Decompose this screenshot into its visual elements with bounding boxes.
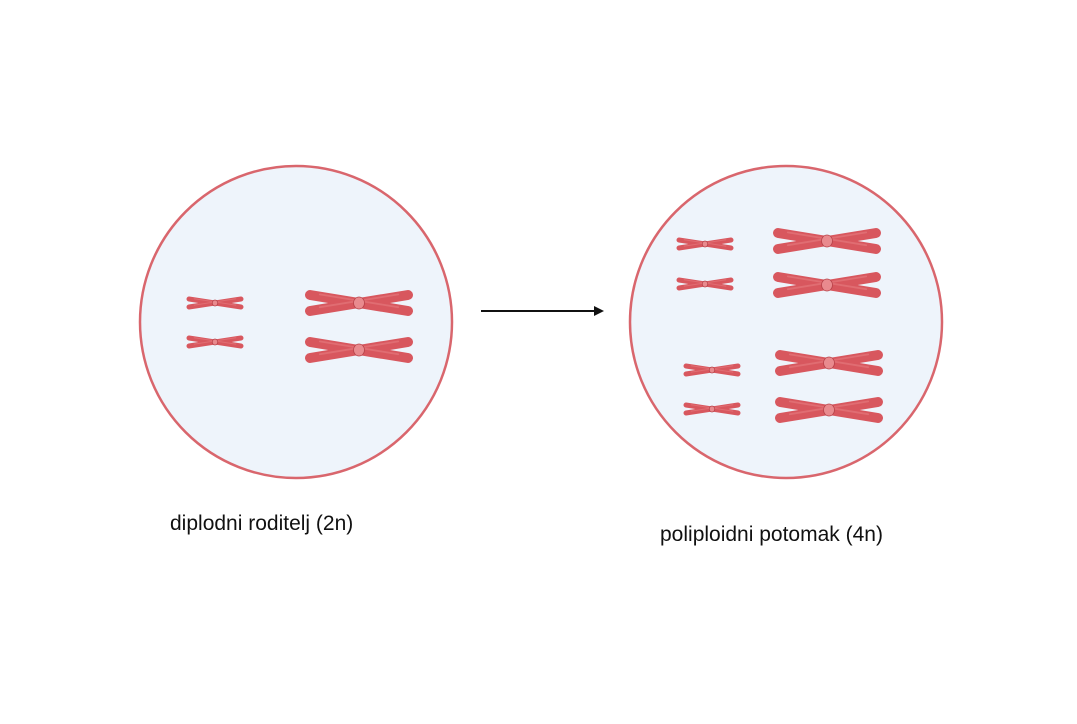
centromere — [353, 343, 365, 357]
chromosome — [186, 296, 244, 310]
centromere — [823, 403, 835, 417]
diploid-parent-cell — [138, 164, 454, 480]
centromere — [701, 280, 709, 288]
centromere — [708, 366, 716, 374]
chromosome — [305, 337, 413, 363]
centromere — [708, 405, 716, 413]
centromere — [821, 234, 833, 248]
centromere — [701, 240, 709, 248]
diploid-chromosome-set — [186, 290, 413, 363]
chromosome — [186, 335, 244, 349]
chromosome — [683, 402, 741, 416]
chromosome — [773, 228, 881, 254]
chromosome — [305, 290, 413, 316]
diploid-parent-label: diplodni roditelj (2n) — [170, 512, 354, 535]
chromosome — [775, 350, 883, 376]
centromere — [211, 299, 219, 307]
polyploid-chromosome-set — [676, 228, 883, 423]
polyploid-offspring-label: poliploidni potomak (4n) — [660, 523, 883, 546]
centromere — [821, 278, 833, 292]
centromere — [823, 356, 835, 370]
polyploid-offspring-cell — [628, 164, 944, 480]
chromosome — [683, 363, 741, 377]
chromosome — [773, 272, 881, 298]
centromere — [211, 338, 219, 346]
chromosome — [775, 397, 883, 423]
centromere — [353, 296, 365, 310]
chromosome — [676, 237, 734, 251]
chromosome — [676, 277, 734, 291]
